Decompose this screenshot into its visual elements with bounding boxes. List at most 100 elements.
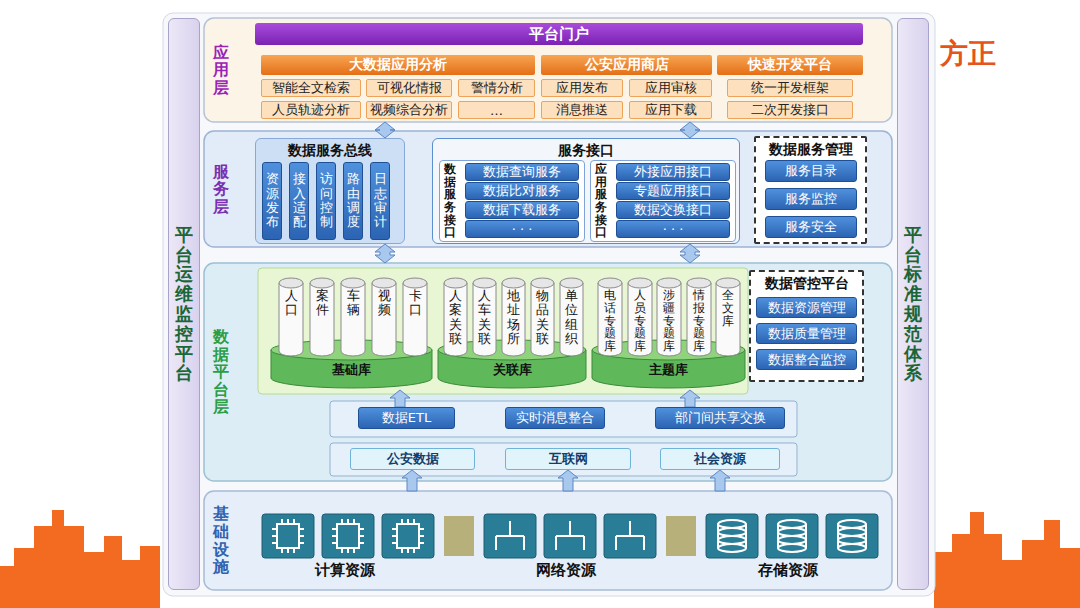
band-panel: [204, 263, 892, 481]
cylinder-body: [560, 283, 583, 356]
cylinder-top: [716, 278, 740, 288]
layer-band: 应用层平台门户大数据应用分析智能全文检索可视化情报警情分析人员轨迹分析视频综合分…: [204, 18, 892, 122]
connector-arrow: [390, 390, 410, 407]
cylinder-top: [560, 278, 583, 288]
icon-stroke: [332, 528, 337, 530]
divider-block: [666, 516, 696, 556]
skyline-right: [934, 512, 1080, 608]
function-box: 二次开发接口: [727, 101, 853, 119]
node-label: 资源发布: [266, 172, 279, 229]
node-label: 公安数据: [387, 450, 439, 468]
node-label: 应用审核: [645, 79, 697, 97]
icon-stroke: [299, 542, 304, 544]
cylinder-top: [403, 278, 427, 288]
interface-group: 应用服务接口外接应用接口专题应用接口数据交换接口· · ·: [590, 160, 736, 242]
icon-tile: [382, 514, 434, 558]
icon-stroke: [401, 519, 403, 524]
icon-stroke: [392, 535, 397, 537]
connector-arrow: [680, 122, 700, 138]
cylinder-body: [628, 283, 652, 356]
icon-tile: [322, 514, 374, 558]
icon-stroke: [299, 535, 304, 537]
icon-tile: [766, 514, 818, 558]
cylinder-top: [657, 278, 681, 288]
icon-stroke: [287, 548, 289, 553]
node-label: 人员专题库: [634, 289, 646, 353]
cylinder-body: [403, 283, 427, 356]
cylinder-top: [279, 278, 303, 288]
bus-box: 数据服务总线资源发布接入适配访问控制路由调度日志审计: [255, 138, 405, 244]
icon-stroke: [353, 548, 355, 553]
cylinder-top: [473, 278, 496, 288]
label-box: 计算资源: [315, 560, 375, 580]
interface-box: 服务接口数据服务接口数据查询服务数据比对服务数据下载服务· · ·应用服务接口外…: [432, 138, 740, 244]
disk-ring: [838, 544, 866, 552]
icon-stroke: [616, 535, 644, 537]
icon-stroke: [419, 535, 424, 537]
icon-stroke: [419, 528, 424, 530]
node-label: 应用层: [213, 44, 229, 97]
disk-ring: [718, 520, 746, 528]
icon-stroke: [407, 519, 409, 524]
source-box: 社会资源: [660, 448, 780, 470]
icon-stroke: [359, 542, 364, 544]
connector-arrow: [710, 470, 730, 491]
node-label: 数据管控平台: [765, 275, 849, 293]
icon-stroke: [777, 524, 779, 548]
resource-label: 网络资源: [536, 561, 596, 579]
table-cylinder: 情报专题库: [686, 277, 712, 357]
cylinder-top: [598, 278, 622, 288]
disk-ring: [778, 544, 806, 552]
node-label: 服务目录: [785, 162, 837, 180]
source-box: 公安数据: [350, 448, 475, 470]
node-label: 数据查询服务: [483, 163, 561, 181]
icon-stroke: [359, 528, 364, 530]
divider-block: [444, 516, 474, 556]
service-item: 服务监控: [765, 188, 857, 210]
node-label: 卡口: [409, 289, 422, 318]
icon-stroke: [293, 519, 295, 524]
table-cylinder: 物品关联: [530, 277, 555, 357]
icon-stroke: [341, 519, 343, 524]
table-cylinder: 视频: [371, 277, 397, 357]
node-label: 大数据应用分析: [349, 56, 447, 74]
icon-stroke: [569, 521, 571, 536]
node-label: 警情分析: [471, 79, 523, 97]
network-icon: [484, 514, 536, 558]
icon-stroke: [413, 548, 415, 553]
chip-icon: [322, 514, 374, 558]
function-box: 应用发布: [541, 79, 623, 97]
node-label: 社会资源: [694, 450, 746, 468]
icon-tile: [544, 514, 596, 558]
decorations: [258, 268, 797, 476]
icon-stroke: [717, 524, 719, 548]
storage-icon: [826, 514, 878, 558]
icon-stroke: [745, 524, 747, 548]
node-label: 接入适配: [293, 172, 306, 229]
table-cylinder: 单位组织: [559, 277, 584, 357]
icon-stroke: [281, 519, 283, 524]
icon-stroke: [629, 521, 631, 536]
node-label: · · ·: [663, 222, 684, 237]
function-box: 应用下载: [629, 101, 712, 119]
connector-arrow: [402, 470, 422, 491]
service-item: · · ·: [465, 220, 579, 238]
cylinder-body: [372, 283, 396, 356]
node-label: 消息推送: [556, 101, 608, 119]
icon-stroke: [272, 528, 277, 530]
platform-item: 数据资源管理: [756, 297, 857, 318]
table-cylinder: 人案关联: [443, 277, 468, 357]
cylinder-body: [341, 283, 365, 356]
node-label: 日志审计: [374, 172, 387, 229]
icon-stroke: [401, 548, 403, 553]
node-label: 人案关联: [449, 289, 462, 346]
icon-stroke: [332, 535, 337, 537]
management-box: 数据管控平台数据资源管理数据质量管理数据整合监控: [749, 270, 864, 382]
icon-tile: [604, 514, 656, 558]
chip-core: [337, 524, 359, 548]
node-label: 地址场所: [507, 289, 520, 346]
side-bar: 平台标准规范体系: [897, 18, 929, 590]
disk-ring: [778, 520, 806, 528]
node-label: 人车关联: [478, 289, 491, 346]
icon-stroke: [341, 548, 343, 553]
